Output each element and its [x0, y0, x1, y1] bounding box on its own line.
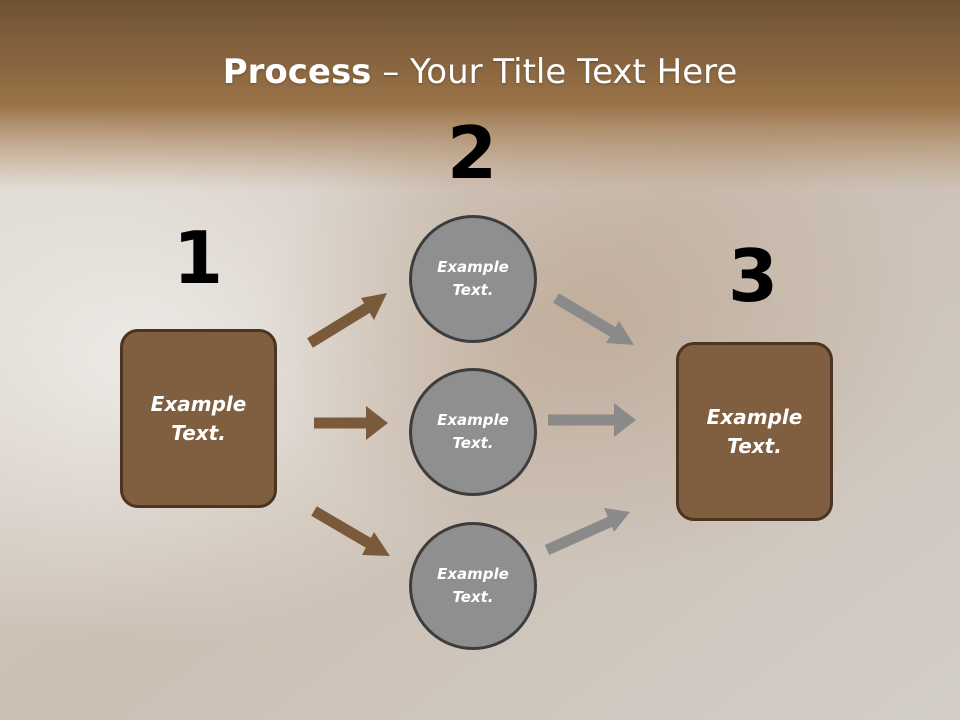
start-box-label: Example Text. [150, 391, 247, 445]
step-number-3: 3 [727, 234, 779, 318]
circle-bottom-label: Example Text. [437, 565, 509, 606]
start-box: Example Text. [120, 329, 277, 508]
arrow-start-to-middle [314, 406, 388, 440]
end-box-label: Example Text. [706, 404, 803, 458]
step-number-1: 1 [172, 216, 224, 300]
arrow-top-to-end [553, 293, 634, 345]
arrow-start-to-bottom [311, 506, 390, 556]
circle-top: Example Text. [409, 215, 537, 343]
end-box: Example Text. [676, 342, 833, 521]
title-bold: Process [222, 52, 372, 92]
arrow-bottom-to-end [544, 508, 630, 556]
arrow-middle-to-end [548, 403, 636, 437]
arrow-start-to-top [307, 293, 387, 348]
slide-title: Process – Your Title Text Here [0, 52, 960, 92]
circle-middle-label: Example Text. [437, 411, 509, 452]
circle-top-label: Example Text. [437, 258, 509, 299]
step-number-2: 2 [446, 111, 498, 195]
circle-middle: Example Text. [409, 368, 537, 496]
circle-bottom: Example Text. [409, 522, 537, 650]
title-rest: – Your Title Text Here [371, 52, 738, 92]
